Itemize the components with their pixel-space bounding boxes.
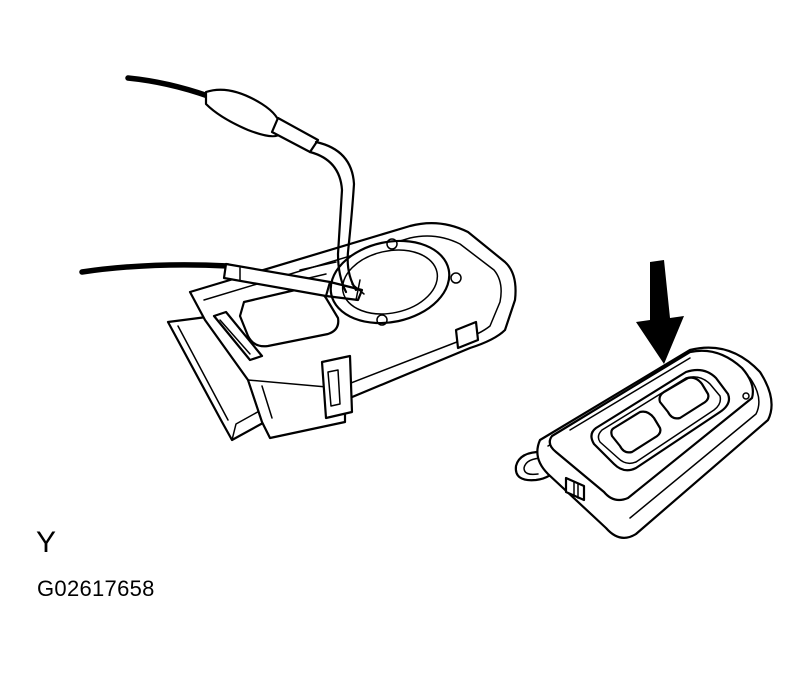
test-probe-icon	[204, 88, 282, 138]
figure-code: G02617658	[37, 576, 155, 601]
assembled-key-fob	[514, 346, 773, 539]
figure-label-letter: Y	[36, 526, 57, 559]
opened-key-housing	[166, 221, 517, 442]
down-arrow-icon	[636, 260, 684, 364]
tester-leads	[79, 75, 365, 302]
